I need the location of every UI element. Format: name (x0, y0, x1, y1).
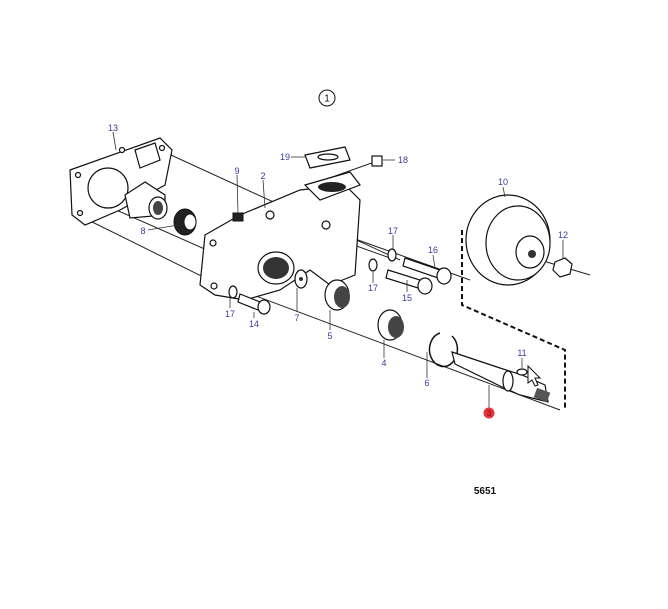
plug-18 (371, 155, 383, 167)
washer-17-upper (387, 248, 397, 262)
circlip-6 (428, 332, 459, 368)
shaft-3 (451, 351, 551, 403)
nut-12 (552, 257, 573, 278)
label-18[interactable]: 18 (398, 155, 408, 165)
label-10[interactable]: 10 (498, 177, 508, 187)
thermostat-8 (124, 181, 168, 220)
label-3-highlighted[interactable]: 3 (483, 407, 495, 419)
gasket-13 (69, 137, 173, 226)
part-labels: 13 19 18 9 2 8 10 17 16 12 17 15 17 14 7… (108, 123, 568, 419)
svg-text:3[interactable]: 3 (487, 409, 492, 418)
seal-ring (173, 208, 197, 236)
bolt-16 (402, 257, 452, 285)
bolt-15 (385, 269, 433, 295)
label-2[interactable]: 2 (260, 171, 265, 181)
label-17-upper[interactable]: 17 (388, 226, 398, 236)
pump-housing-2 (199, 171, 361, 301)
leader-lines (112, 131, 564, 408)
label-17-middle[interactable]: 17 (368, 283, 378, 293)
svg-text:1: 1 (324, 94, 330, 105)
assembly-callout: 1 (318, 89, 336, 107)
label-7[interactable]: 7 (294, 313, 299, 323)
label-16[interactable]: 16 (428, 245, 438, 255)
dashed-bracket (461, 230, 566, 410)
label-4[interactable]: 4 (381, 358, 386, 368)
label-8[interactable]: 8 (140, 226, 145, 236)
label-19[interactable]: 19 (280, 152, 290, 162)
label-14[interactable]: 14 (249, 319, 259, 329)
bolt-14 (237, 293, 271, 315)
figure-number: 5651 (474, 486, 497, 497)
label-11[interactable]: 11 (517, 348, 526, 358)
gasket-19 (304, 146, 351, 169)
label-13[interactable]: 13 (108, 123, 118, 133)
washer-7 (294, 269, 308, 289)
label-5[interactable]: 5 (327, 331, 332, 341)
label-17-lower[interactable]: 17 (225, 309, 235, 319)
washer-17-middle (368, 258, 378, 272)
bearing-4 (377, 309, 404, 341)
label-15[interactable]: 15 (402, 293, 412, 303)
label-12[interactable]: 12 (558, 230, 568, 240)
label-9[interactable]: 9 (234, 166, 239, 176)
pulley-10 (465, 194, 551, 286)
key-11 (516, 364, 542, 387)
washer-17-lower (228, 285, 238, 299)
bearing-5 (324, 279, 350, 311)
label-6[interactable]: 6 (424, 378, 429, 388)
